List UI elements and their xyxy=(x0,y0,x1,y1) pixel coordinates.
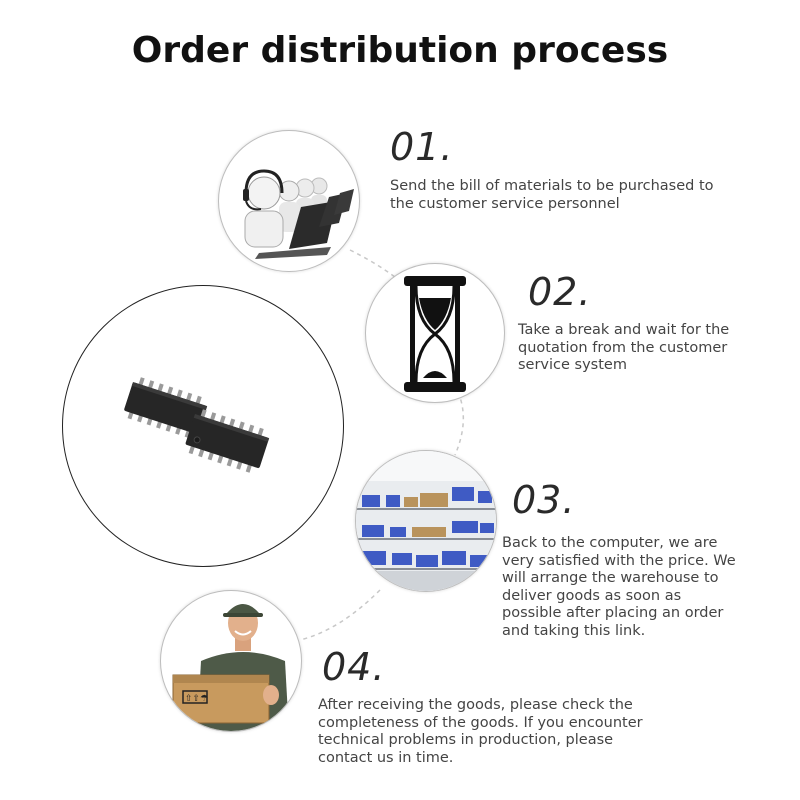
step-2-text: Take a break and wait for the quotation … xyxy=(518,322,730,373)
step-1-number: 01. xyxy=(390,125,454,169)
page-title: Order distribution process xyxy=(131,30,669,71)
step-2-number: 02. xyxy=(528,270,592,314)
step-4-text: After receiving the goods, please check … xyxy=(318,697,643,766)
svg-text:⇧⇧☂: ⇧⇧☂ xyxy=(185,694,208,704)
step-3-number: 03. xyxy=(512,478,576,522)
step-4-image: ⇧⇧☂ xyxy=(160,590,302,732)
step-1-text: Send the bill of materials to be purchas… xyxy=(390,178,714,212)
step-3-text: Back to the computer, we are very satisf… xyxy=(502,535,736,639)
warehouse-icon xyxy=(356,451,496,591)
product-image xyxy=(62,285,344,567)
customer-service-icon xyxy=(243,169,354,259)
hourglass-icon xyxy=(404,276,466,392)
step-2-image xyxy=(365,263,505,403)
delivery-man-icon: ⇧⇧☂ xyxy=(172,604,289,731)
step-3-image xyxy=(355,450,497,592)
step-1-image xyxy=(218,130,360,272)
step-4-number: 04. xyxy=(322,645,386,689)
ic-chip-icon xyxy=(124,377,270,473)
